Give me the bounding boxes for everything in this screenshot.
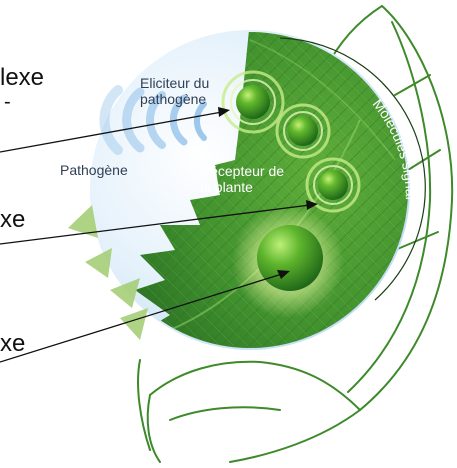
side-label-bottom: xe bbox=[0, 332, 25, 356]
recepteur-label: Récepteur de la plante bbox=[200, 163, 284, 195]
defense-ball bbox=[257, 225, 323, 291]
eliciteur-ball-2 bbox=[277, 105, 329, 157]
eliciteur-label-line2: pathogène bbox=[140, 91, 209, 107]
pathogene-label: Pathogène bbox=[60, 162, 128, 178]
recepteur-label-line1: Récepteur de bbox=[200, 163, 284, 179]
side-label-middle: xe bbox=[0, 208, 25, 232]
side-label-top-fragment: - bbox=[4, 92, 11, 112]
eliciteur-label-line1: Eliciteur du bbox=[140, 75, 209, 91]
side-label-top: lexe bbox=[0, 66, 44, 90]
eliciteur-ball-1 bbox=[223, 72, 283, 132]
recepteur-label-line2: la plante bbox=[200, 179, 284, 195]
eliciteur-label: Eliciteur du pathogène bbox=[140, 75, 209, 107]
